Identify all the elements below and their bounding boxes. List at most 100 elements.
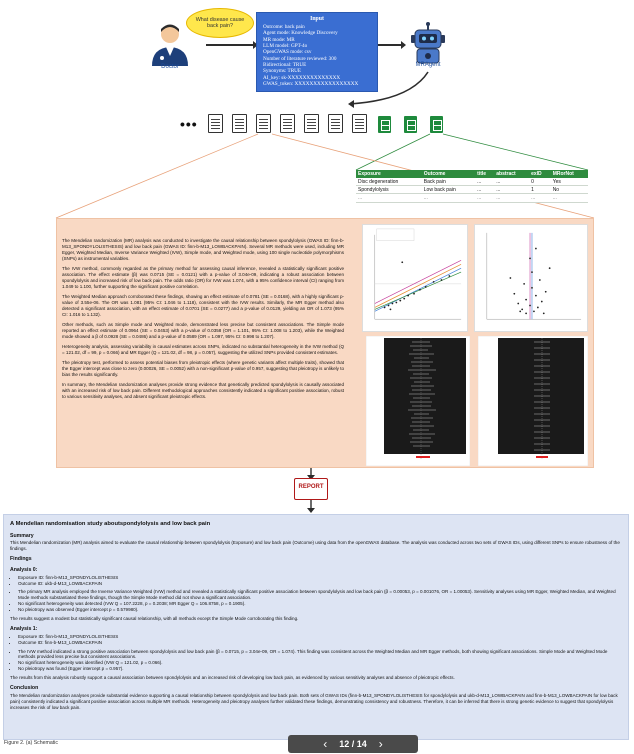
document-icon xyxy=(232,114,247,133)
summary-title: A Mendelian randomisation study aboutspo… xyxy=(10,521,211,527)
report-paragraph: The pleiotropy test, performed to assess… xyxy=(62,360,344,378)
analysis1-conclusion: The results from this analysis robustly … xyxy=(10,675,455,681)
column-header: MRorNot xyxy=(550,170,588,178)
analysis0-points: The primary MR analysis employed the Inv… xyxy=(10,589,622,613)
input-line: GWAS_token: XXXXXXXXXXXXXXXXX xyxy=(263,81,359,88)
table-cell: ... xyxy=(494,178,530,187)
analysis1-ids: Exposure ID: finn-b-M13_SPONDYLOLISTHESI… xyxy=(10,634,622,646)
input-line: OpenGWAS mode: csv xyxy=(263,49,312,56)
list-item: No pleiotropy was observed (Egger interc… xyxy=(18,607,622,613)
input-line: Agent mode: Knowledge Discovery xyxy=(263,30,338,37)
table-row: Spondylolysis Low back pain ... ... 1 No xyxy=(356,185,588,195)
table-cell: Back pain xyxy=(421,178,476,187)
arrow-report-to-summary xyxy=(307,500,315,513)
report-text: The Mendelian randomization (MR) analysi… xyxy=(62,238,344,405)
table-cell: No xyxy=(550,185,588,195)
forest-plot-thumbnail xyxy=(366,336,470,466)
summary-heading: Summary xyxy=(10,532,34,539)
column-header: title xyxy=(475,170,495,178)
report-paragraph: The Weighted Median approach corroborate… xyxy=(62,294,344,317)
column-header: Outcome xyxy=(421,170,476,178)
report-icon xyxy=(294,478,328,500)
arrow-panel-to-report xyxy=(307,468,315,480)
input-line: Bidirectional: TRUE xyxy=(263,62,307,69)
arrow-input-to-agent xyxy=(378,41,406,49)
document-icon xyxy=(304,114,319,133)
analysis1-points: The IVW method indicated a strong positi… xyxy=(10,649,622,673)
table-cell: ... xyxy=(356,193,422,203)
list-item: No significant heterogeneity was detecte… xyxy=(18,601,622,607)
analysis0-conclusion: The results suggest a modest but statist… xyxy=(10,616,299,622)
spreadsheet-icon xyxy=(430,116,443,133)
next-page-button[interactable]: › xyxy=(378,737,383,751)
spreadsheet-icon xyxy=(404,116,417,133)
doctor-icon xyxy=(152,24,188,66)
arrow-agent-to-docs xyxy=(348,71,429,108)
input-title: Input xyxy=(310,16,324,22)
spreadsheet-icon xyxy=(378,116,391,133)
page-indicator: 12 / 14 xyxy=(339,739,367,749)
document-icon xyxy=(256,114,271,133)
input-line: AI_key: sk-XXXXXXXXXXXXXX xyxy=(263,74,341,81)
arrow-doctor-to-input xyxy=(206,41,258,49)
question-bubble: What disease cause back pain? xyxy=(186,8,254,38)
document-icon xyxy=(208,114,223,133)
list-item: Outcome ID: ukb-d-M13_LOWBACKPAIN xyxy=(18,581,622,587)
table-cell: ... xyxy=(494,185,530,195)
input-line: MR mode: MR xyxy=(263,36,295,43)
table-row: ... ... ... ... ... ... xyxy=(356,193,588,203)
table-cell: Low back pain xyxy=(421,185,476,195)
question-text: What disease cause back pain? xyxy=(195,16,245,29)
list-item: No pleiotropy was found (Egger intercept… xyxy=(18,666,622,672)
robot-icon xyxy=(411,22,445,64)
report-paragraph: The Mendelian randomization (MR) analysi… xyxy=(62,238,344,261)
analysis0-ids: Exposure ID: finn-b-M13_SPONDYLOLISTHESI… xyxy=(10,575,622,587)
list-item: Exposure ID: finn-b-M13_SPONDYLOLISTHESI… xyxy=(18,575,622,581)
list-item: Outcome ID: finn-b-M13_LOWBACKPAIN xyxy=(18,640,622,646)
table-cell: ... xyxy=(529,193,551,203)
results-table: Exposure Outcome title abstract exlD MRo… xyxy=(356,170,588,203)
report-paragraph: Other methods, such as Simple mode and W… xyxy=(62,322,344,339)
report-paragraph: In summary, the Mendelian randomization … xyxy=(62,382,344,400)
conclusion-text: The Mendelian randomization analyses pro… xyxy=(10,692,618,710)
table-cell: ... xyxy=(550,193,588,203)
list-item: No significant heterogeneity was identif… xyxy=(18,660,622,666)
table-row: Disc degeneration Back pain ... ... 0 Ye… xyxy=(356,178,588,187)
conclusion-heading: Conclusion xyxy=(10,685,39,692)
table-cell: ... xyxy=(421,193,476,203)
report-paragraph: Heterogeneity analysis, assessing variab… xyxy=(62,344,344,356)
input-line: Synonyms: TRUE xyxy=(263,68,302,75)
report-paragraph: The IVW method, commonly regarded as the… xyxy=(62,266,344,289)
analysis1-heading: Analysis 1: xyxy=(10,625,38,632)
agent-label: MRAgent xyxy=(415,62,441,68)
input-line: Outcome: back pain xyxy=(263,24,305,31)
summary-document: A Mendelian randomisation study aboutspo… xyxy=(3,514,629,740)
scatter-plot-thumbnail xyxy=(362,224,468,332)
leave-one-out-plot-thumbnail xyxy=(478,336,588,466)
document-icon xyxy=(352,114,367,133)
input-line: Number of literature reviewed: 300 xyxy=(263,55,337,62)
list-item: The IVW method indicated a strong positi… xyxy=(18,649,622,661)
table-cell: Disc degeneration xyxy=(356,178,422,187)
input-line: LLM model: GPT-4o xyxy=(263,43,308,50)
table-cell: ... xyxy=(475,185,495,195)
results-table-header: Exposure Outcome title abstract exlD MRo… xyxy=(356,170,588,178)
table-cell: 1 xyxy=(529,185,551,195)
figure-caption: Figure 2. (a) Schematic xyxy=(4,740,58,746)
input-box: Input Outcome: back pain Agent mode: Kno… xyxy=(256,12,378,92)
column-header: exlD xyxy=(529,170,551,178)
findings-heading: Findings xyxy=(10,556,32,563)
table-cell: Yes xyxy=(550,178,588,187)
document-icon xyxy=(280,114,295,133)
table-cell: 0 xyxy=(529,178,551,187)
document-icon xyxy=(328,114,343,133)
column-header: Exposure xyxy=(356,170,422,178)
page-navigator: ‹ 12 / 14 › xyxy=(288,735,418,753)
list-item: The primary MR analysis employed the Inv… xyxy=(18,589,622,601)
funnel-plot-thumbnail xyxy=(474,224,588,332)
table-cell: Spondylolysis xyxy=(356,185,422,195)
table-cell: ... xyxy=(494,193,530,203)
summary-text: This Mendelian randomization (MR) analys… xyxy=(10,540,620,552)
prev-page-button[interactable]: ‹ xyxy=(323,737,328,751)
column-header: abstract xyxy=(494,170,530,178)
